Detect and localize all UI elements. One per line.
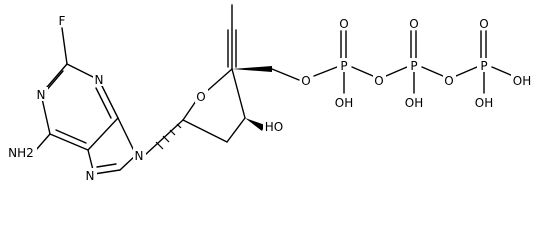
atom-hydroxyl-3prime: HO	[265, 120, 283, 134]
atom-phosphorus-beta: P	[410, 59, 417, 73]
atom-oxo-alpha: O	[339, 17, 348, 31]
bond-c5-c4	[87, 117, 119, 151]
atom-oxo-beta: O	[409, 17, 418, 31]
atom-phosphorus-gamma: P	[480, 59, 487, 73]
bond-obridge1-pbeta	[385, 66, 408, 77]
hash-c1prime-n9	[155, 123, 182, 150]
bonds	[35, 4, 514, 175]
bond-c8-n7-double	[96, 163, 117, 168]
atom-n3: N	[95, 73, 104, 87]
atom-oxo-gamma: O	[479, 17, 488, 31]
atom-ester-oxygen: O	[301, 74, 310, 88]
atom-ring-oxygen: O	[196, 90, 205, 104]
bond-c6-nh2	[35, 133, 51, 151]
bond-c2prime-c3prime	[226, 117, 246, 143]
atom-hydroxyl-gamma-bottom: OH	[475, 96, 493, 110]
bond-palpha-obridge1	[351, 66, 374, 77]
bond-pbeta-obridge2	[421, 66, 444, 77]
bond-c6-c5	[49, 133, 89, 151]
atom-fluorine: F	[59, 14, 66, 28]
atom-hydroxyl-beta: OH	[405, 96, 423, 110]
bond-obridge2-pgamma	[455, 66, 478, 77]
bond-o4prime-c4prime	[206, 68, 233, 92]
bond-c1prime-o4prime	[182, 100, 197, 121]
atom-n9: N	[135, 149, 144, 163]
atom-n1: N	[37, 88, 46, 102]
wedge-c4prime-c5prime	[232, 66, 272, 72]
atom-phosphorus-alpha: P	[340, 59, 347, 73]
atom-hydroxyl-gamma-right: OH	[513, 74, 531, 88]
wedge-c3prime-oh	[245, 118, 265, 131]
atom-bridge-oxygen-2: O	[444, 74, 453, 88]
bond-c5prime-o5prime	[271, 68, 300, 81]
bond-c6-c5-double	[55, 129, 87, 144]
bond-pgamma-oh-right	[491, 66, 514, 77]
atom-hydroxyl-alpha: OH	[335, 96, 353, 110]
bond-o5prime-palpha	[313, 66, 338, 77]
bond-c4-n3	[98, 79, 119, 119]
bond-c4-n3-double	[95, 87, 112, 119]
stereo-bonds	[155, 66, 272, 150]
atom-labels: F N N NH2 N N O HO O P O OH O	[5, 13, 533, 183]
bond-c3prime-c4prime	[231, 68, 246, 119]
bond-c8-n7	[93, 169, 121, 175]
molecule-structure: F N N NH2 N N O HO O P O OH O	[5, 4, 533, 183]
atom-n7: N	[86, 169, 95, 183]
bond-c1prime-c2prime	[182, 119, 228, 143]
bond-c2-f	[61, 27, 68, 65]
atom-amine: NH2	[8, 146, 34, 160]
atom-bridge-oxygen-1: O	[374, 74, 383, 88]
